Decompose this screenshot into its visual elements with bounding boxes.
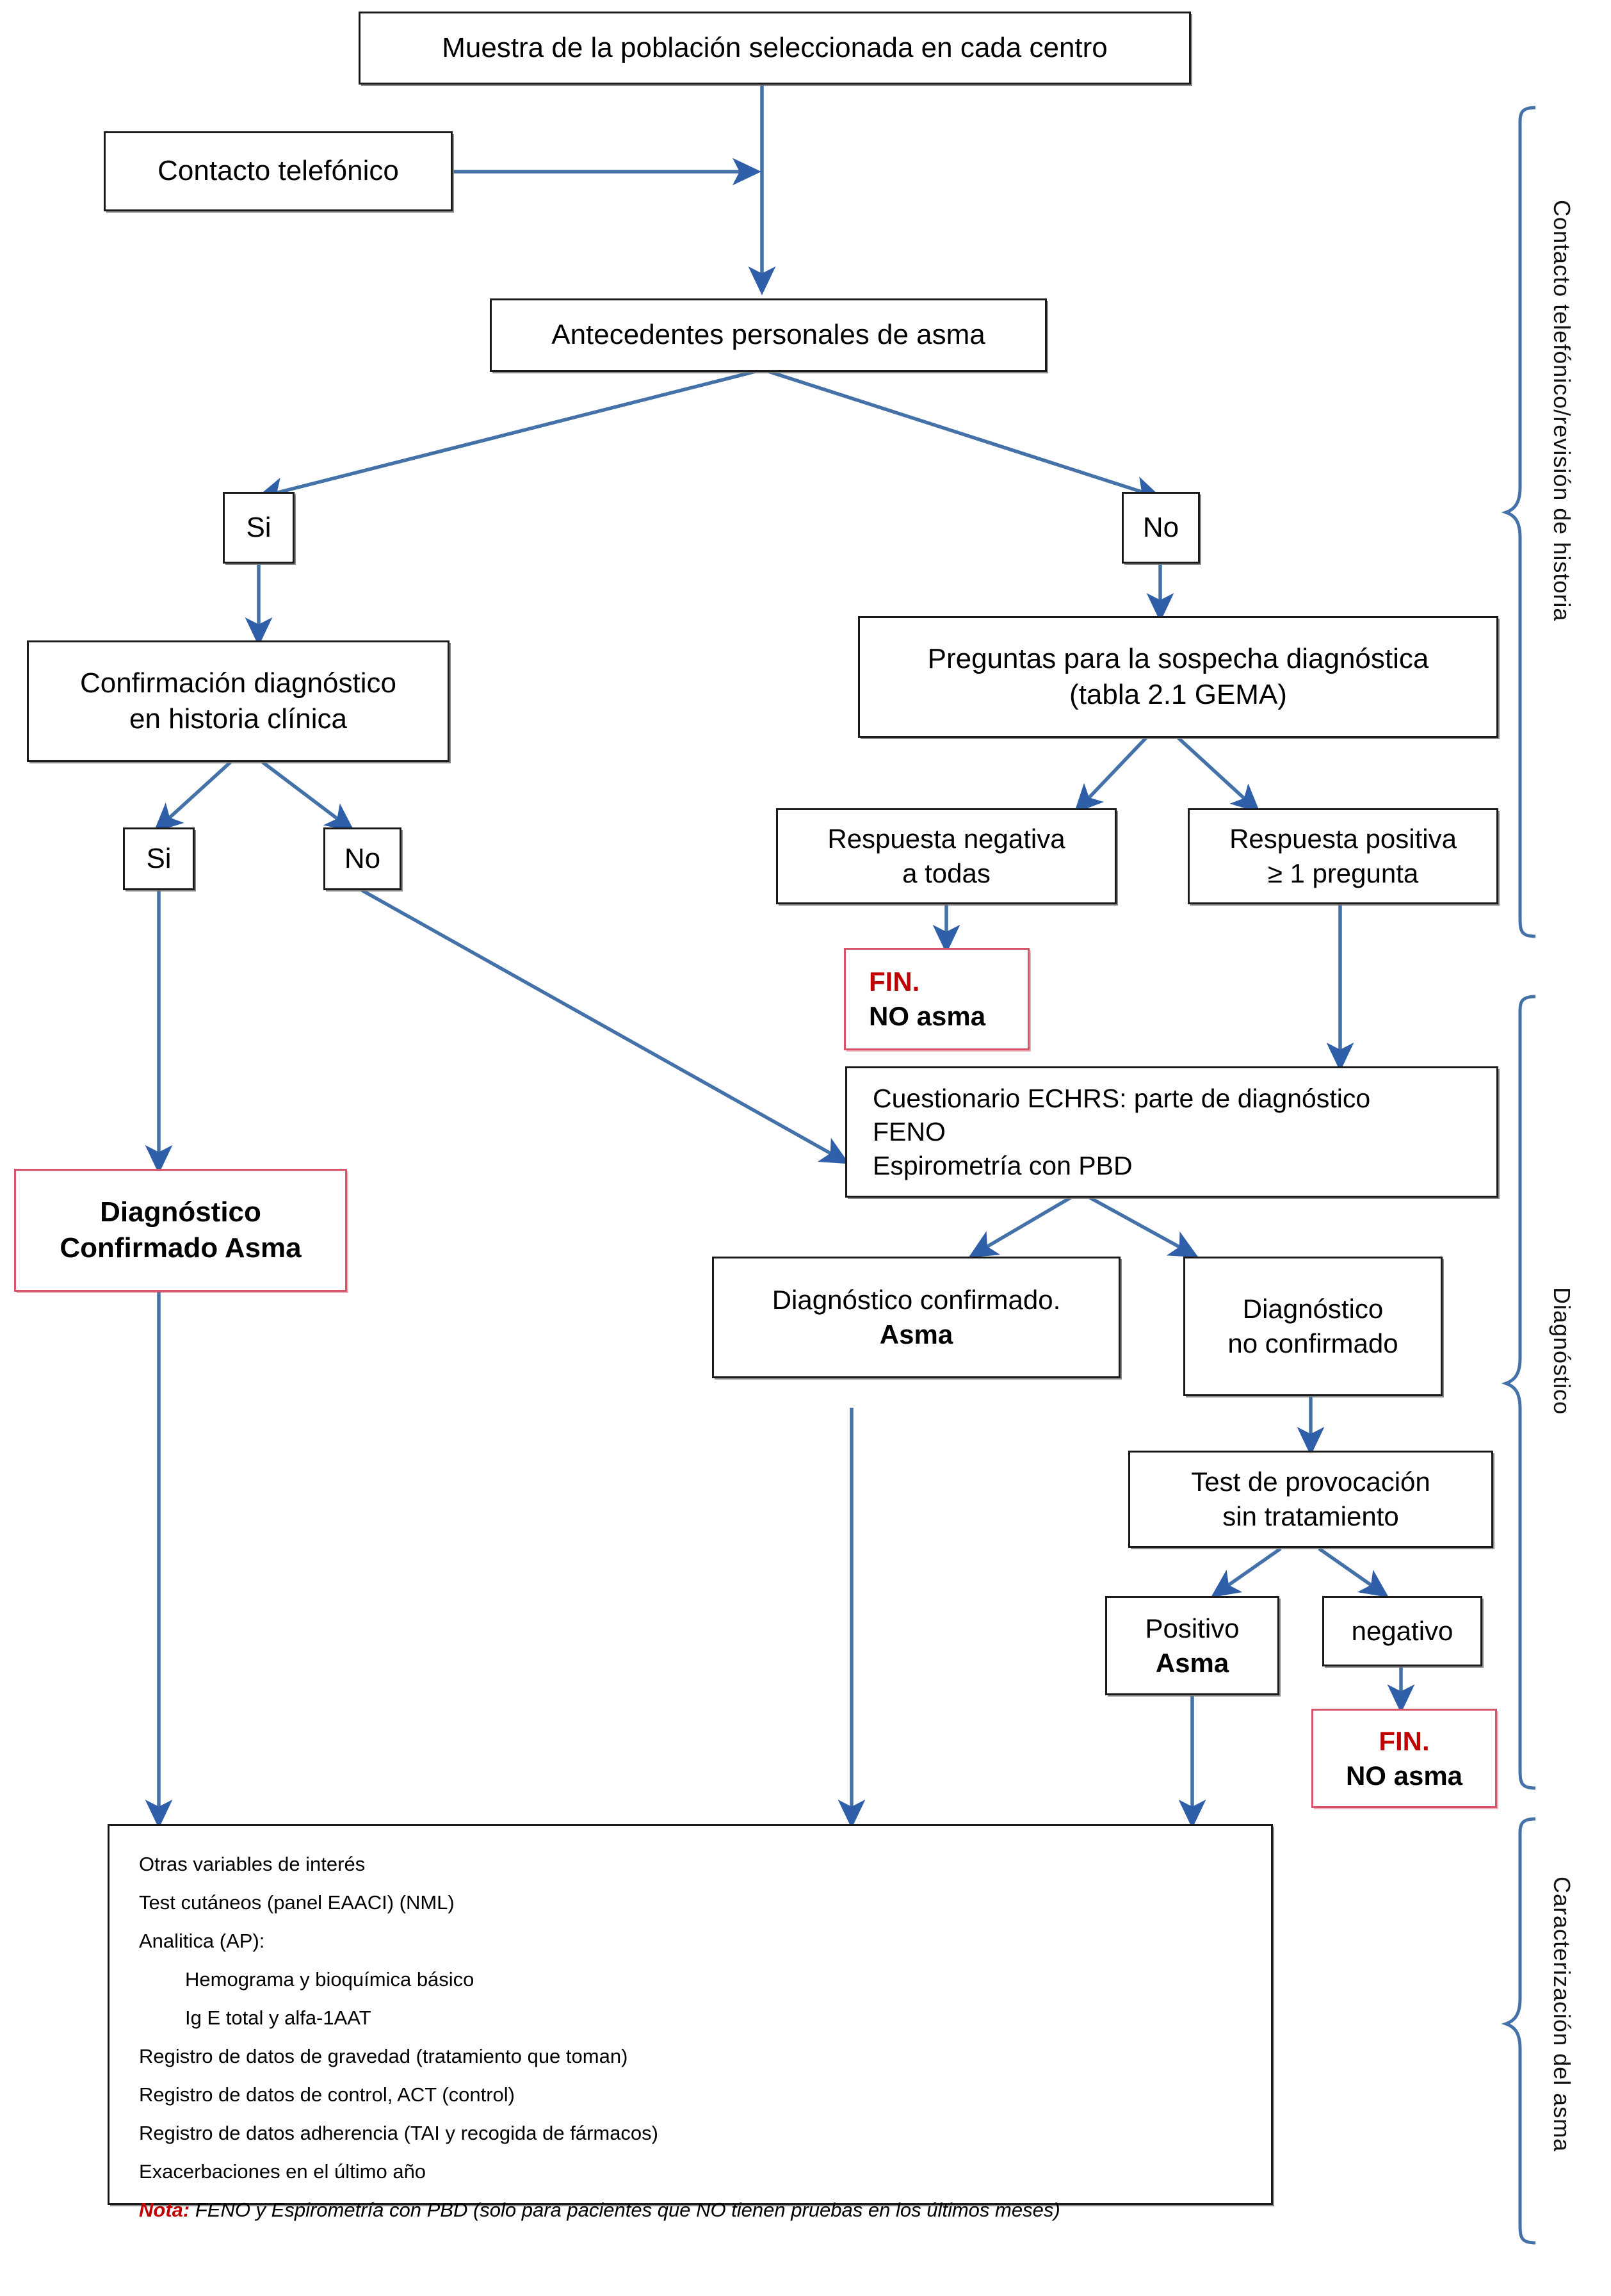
- node-dx-conf-asma-line1: Diagnóstico: [100, 1196, 261, 1228]
- variable-row-2: Analitica (AP):: [139, 1930, 265, 1952]
- node-echrs-line1: Cuestionario ECHRS: parte de diagnóstico: [873, 1083, 1371, 1113]
- node-echrs[interactable]: Cuestionario ECHRS: parte de diagnóstico…: [845, 1066, 1498, 1198]
- variable-row-5: Registro de datos de gravedad (tratamien…: [139, 2045, 628, 2067]
- variable-row-0: Otras variables de interés: [139, 1853, 366, 1875]
- node-test-provocacion[interactable]: Test de provocación sin tratamiento: [1128, 1451, 1493, 1548]
- phase-label-caracterizacion: Caracterización del asma: [1549, 1877, 1575, 2153]
- node-dx-noconf-line1: Diagnóstico: [1242, 1294, 1384, 1324]
- node-positivo-line2: Asma: [1155, 1647, 1229, 1678]
- node-positivo-line1: Positivo: [1145, 1613, 1240, 1643]
- node-preguntas-line1: Preguntas para la sospecha diagnóstica: [927, 642, 1429, 674]
- node-provocacion-line2: sin tratamiento: [1222, 1501, 1399, 1531]
- node-negativo-line1: negativo: [1351, 1616, 1453, 1647]
- node-diagnostico-confirmado[interactable]: Diagnóstico confirmado. Asma: [712, 1257, 1121, 1378]
- node-antecedentes[interactable]: Antecedentes personales de asma: [490, 298, 1047, 372]
- node-fin-no-asma-2[interactable]: FIN. NO asma: [1311, 1709, 1497, 1808]
- node-resp-neg-line2: a todas: [902, 858, 991, 888]
- node-echrs-line2: FENO: [873, 1117, 946, 1147]
- node-diagnostico-no-confirmado[interactable]: Diagnóstico no confirmado: [1183, 1257, 1443, 1396]
- variable-row-3: Hemograma y bioquímica básico: [185, 1968, 474, 1991]
- node-dx-noconf-line2: no confirmado: [1227, 1328, 1398, 1358]
- variable-note-text: FENO y Espirometría con PBD (solo para p…: [190, 2199, 1060, 2221]
- node-no1-line1: No: [1142, 511, 1179, 543]
- node-antecedentes-line1: Antecedentes personales de asma: [551, 319, 985, 351]
- variable-row-4: Ig E total y alfa-1AAT: [185, 2007, 371, 2029]
- phase-label-contacto: Contacto telefónico/revisión de historia: [1549, 200, 1575, 622]
- node-negativo[interactable]: negativo: [1322, 1596, 1482, 1666]
- variable-note-label: Nota:: [139, 2199, 190, 2221]
- node-preguntas-line2: (tabla 2.1 GEMA): [1069, 679, 1287, 710]
- node-dx-conf-line2: Asma: [879, 1319, 953, 1349]
- variable-row-6: Registro de datos de control, ACT (contr…: [139, 2083, 515, 2106]
- node-si-antecedentes[interactable]: Si: [223, 492, 295, 564]
- node-otras-variables[interactable]: Otras variables de interés Test cutáneos…: [108, 1824, 1273, 2220]
- variable-note: Nota: FENO y Espirometría con PBD (solo …: [139, 2200, 1060, 2220]
- node-respuesta-positiva[interactable]: Respuesta positiva ≥ 1 pregunta: [1188, 808, 1498, 904]
- node-confirmacion-line1: Confirmación diagnóstico: [79, 667, 397, 699]
- node-contacto-telefonico[interactable]: Contacto telefónico: [104, 131, 453, 211]
- node-confirmacion-line2: en historia clínica: [129, 703, 347, 735]
- node-fin1-line1: FIN.: [869, 966, 920, 997]
- phase-label-diagnostico: Diagnóstico: [1549, 1287, 1575, 1415]
- variable-row-7: Registro de datos adherencia (TAI y reco…: [139, 2122, 658, 2144]
- node-si1-line1: Si: [246, 511, 271, 543]
- node-si-historia[interactable]: Si: [123, 827, 195, 890]
- node-dx-conf-asma-line2: Confirmado Asma: [60, 1232, 302, 1264]
- node-si2-line1: Si: [146, 842, 172, 874]
- variable-row-8: Exacerbaciones en el último año: [139, 2160, 426, 2183]
- node-fin2-line2: NO asma: [1345, 1760, 1463, 1791]
- node-echrs-line3: Espirometría con PBD: [873, 1150, 1133, 1180]
- node-resp-pos-line2: ≥ 1 pregunta: [1267, 858, 1419, 888]
- node-dx-conf-line1: Diagnóstico confirmado.: [772, 1285, 1061, 1315]
- node-respuesta-negativa[interactable]: Respuesta negativa a todas: [776, 808, 1117, 904]
- variable-row-1: Test cutáneos (panel EAACI) (NML): [139, 1891, 455, 1914]
- node-muestra[interactable]: Muestra de la población seleccionada en …: [359, 12, 1191, 85]
- node-resp-pos-line1: Respuesta positiva: [1229, 824, 1457, 854]
- node-contacto-line1: Contacto telefónico: [158, 155, 399, 187]
- node-resp-neg-line1: Respuesta negativa: [827, 824, 1065, 854]
- node-fin2-line1: FIN.: [1379, 1725, 1430, 1756]
- node-diagnostico-confirmado-asma[interactable]: Diagnóstico Confirmado Asma: [14, 1169, 347, 1292]
- node-confirmacion-historia[interactable]: Confirmación diagnóstico en historia clí…: [27, 640, 449, 762]
- node-preguntas-sospecha[interactable]: Preguntas para la sospecha diagnóstica (…: [858, 616, 1498, 738]
- node-fin-no-asma-1[interactable]: FIN. NO asma: [844, 948, 1030, 1050]
- node-fin1-line2: NO asma: [869, 1001, 986, 1031]
- node-provocacion-line1: Test de provocación: [1191, 1467, 1430, 1497]
- node-no-historia[interactable]: No: [323, 827, 401, 890]
- node-positivo-asma[interactable]: Positivo Asma: [1105, 1596, 1279, 1695]
- node-no-antecedentes[interactable]: No: [1122, 492, 1200, 564]
- node-no2-line1: No: [344, 842, 381, 874]
- node-muestra-line1: Muestra de la población seleccionada en …: [442, 31, 1108, 63]
